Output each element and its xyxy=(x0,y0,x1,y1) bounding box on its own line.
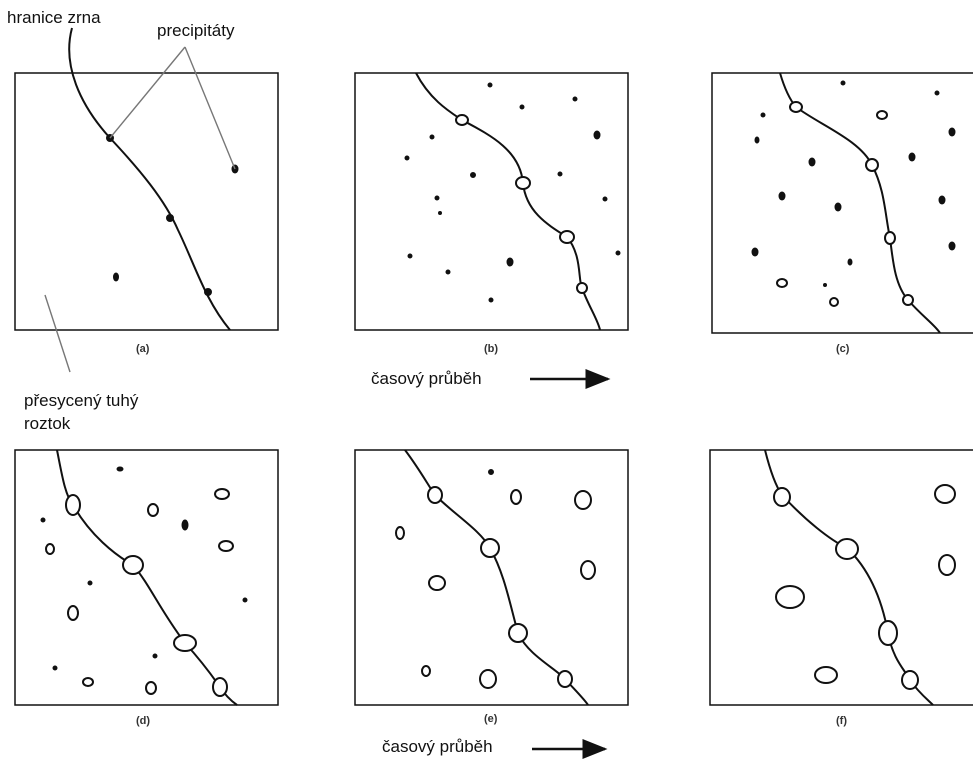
panel-d xyxy=(14,449,279,706)
grain-boundary-f xyxy=(764,449,934,706)
grain-boundary-b xyxy=(415,72,601,331)
panel-a xyxy=(14,27,279,331)
panel-c-caption: (c) xyxy=(836,343,850,355)
panel-f xyxy=(709,449,973,706)
precipitate xyxy=(166,214,174,222)
panel-a-caption: (a) xyxy=(136,343,150,355)
grain-boundary-label: hranice zrna xyxy=(7,8,101,27)
panel-e-caption: (e) xyxy=(484,713,498,725)
supersaturated-label-line2: roztok xyxy=(24,414,71,433)
panel-f-caption: (f) xyxy=(836,715,847,727)
panel-b-caption: (b) xyxy=(484,343,499,355)
panel-b xyxy=(354,72,629,331)
panel-d-caption: (d) xyxy=(136,715,151,727)
grain-boundary-a xyxy=(68,27,231,331)
grain-boundary-c xyxy=(779,72,941,334)
label-pointers xyxy=(44,46,236,373)
panel-e xyxy=(354,449,629,706)
precipitate xyxy=(113,272,119,282)
precipitate xyxy=(204,288,212,296)
grain-boundary-d xyxy=(56,449,238,706)
panel-c xyxy=(711,72,973,334)
time-course-label-top: časový průběh xyxy=(371,369,482,388)
precipitates-label: precipitáty xyxy=(157,21,235,40)
time-course-label-bottom: časový průběh xyxy=(382,737,493,756)
supersaturated-label-line1: přesycený tuhý xyxy=(24,391,139,410)
